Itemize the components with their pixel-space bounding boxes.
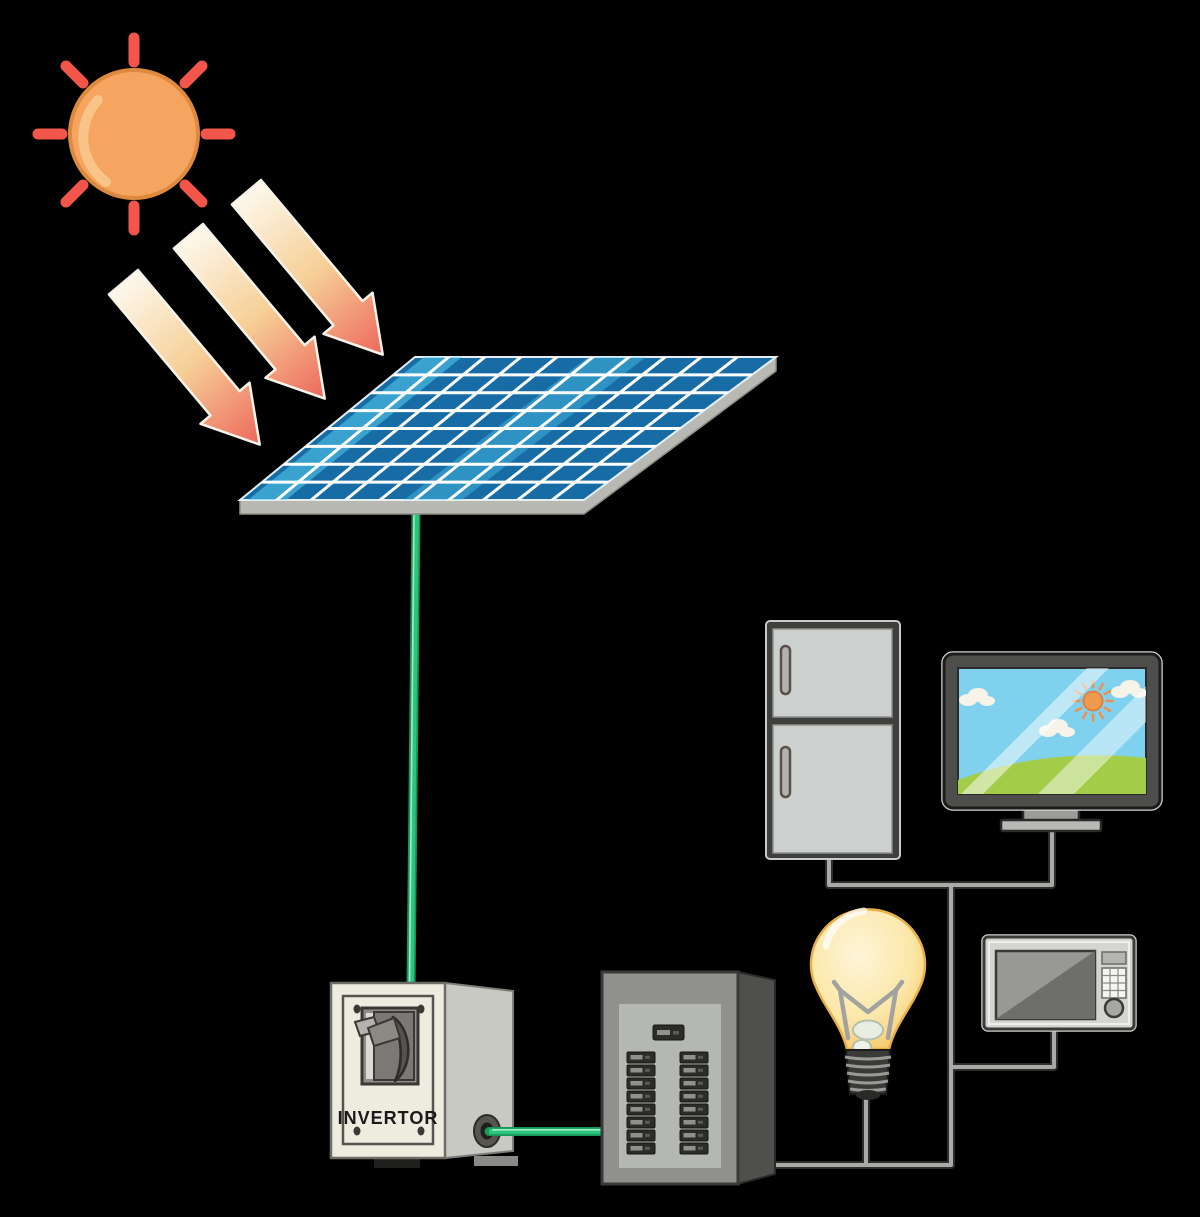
green-dc-wire <box>406 505 421 992</box>
microwave-icon <box>981 934 1137 1032</box>
invertor-label: INVERTOR <box>338 1108 439 1128</box>
bulb-glass-highlight <box>822 907 868 950</box>
sun-highlight <box>78 95 111 187</box>
power-wire-core <box>770 824 1056 1167</box>
bulb-stem <box>852 1019 884 1041</box>
fridge-handle <box>779 745 792 799</box>
breaker-panel-icon <box>600 970 776 1186</box>
invertor-foot <box>474 1156 518 1166</box>
sun-arrow <box>230 178 384 356</box>
invertor-panel-border <box>341 994 435 1146</box>
breaker-side <box>737 970 776 1186</box>
power-wires <box>768 822 1058 1169</box>
bulb-filament <box>831 979 905 1041</box>
sun-arrow <box>107 268 261 446</box>
tv-screen-sun <box>1072 680 1114 722</box>
light-bulb-icon <box>809 907 927 1100</box>
sunlight-arrows-icon <box>107 178 384 446</box>
sun-rays <box>32 32 236 236</box>
microwave-keypad <box>1101 967 1127 999</box>
tv-stand-base <box>999 818 1103 833</box>
invertor-box: INVERTOR <box>329 981 518 1168</box>
microwave-window-shade <box>996 951 1095 1019</box>
sun-body <box>68 68 200 200</box>
fridge-main-door <box>772 724 893 854</box>
sun-arrow <box>172 222 326 400</box>
bulb-tip <box>856 1090 880 1100</box>
microwave-knob <box>1103 997 1125 1019</box>
tv-screen-glare <box>961 668 1146 794</box>
tv-screen-hill <box>958 755 1146 794</box>
fridge-handle <box>779 644 792 696</box>
bulb-glass <box>809 908 927 1051</box>
green-ac-wire <box>484 1127 611 1136</box>
invertor-screws <box>353 1004 425 1136</box>
invertor-switch <box>353 1006 420 1086</box>
tv-monitor-icon <box>941 651 1163 833</box>
refrigerator-icon <box>765 620 901 860</box>
breaker-main-switch <box>652 1024 685 1041</box>
microwave-display <box>1101 951 1127 965</box>
sun-icon <box>32 32 236 236</box>
bulb-threads <box>844 1055 892 1092</box>
fridge-freezer-door <box>772 628 893 718</box>
